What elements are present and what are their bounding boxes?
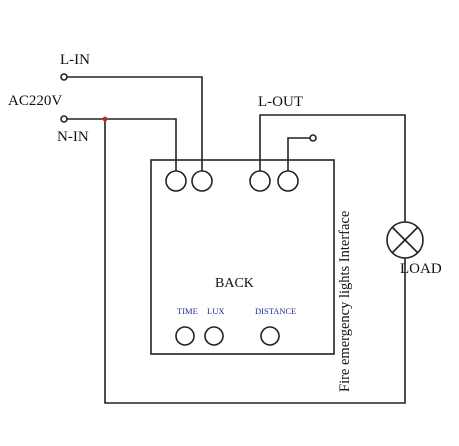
fire-interface-label: Fire emergency lights Interface	[337, 211, 353, 392]
distance-knob	[260, 326, 280, 346]
distance-knob-label: DISTANCE	[255, 306, 296, 316]
fire-interface-terminal	[309, 134, 317, 142]
ac220v-label: AC220V	[8, 93, 62, 109]
terminal-n	[165, 170, 187, 192]
n-in-wire	[67, 118, 177, 172]
back-label: BACK	[215, 276, 254, 291]
load-lamp-icon	[386, 221, 424, 259]
neutral-return-wire	[104, 119, 406, 404]
l-out-wire	[259, 114, 406, 222]
device-back-panel	[150, 159, 335, 355]
lux-knob	[204, 326, 224, 346]
l-in-wire	[67, 76, 203, 172]
n-in-label: N-IN	[57, 129, 89, 145]
time-knob	[175, 326, 195, 346]
lux-knob-label: LUX	[207, 306, 224, 316]
load-label: LOAD	[400, 261, 442, 277]
terminal-l-out	[249, 170, 271, 192]
terminal-l	[191, 170, 213, 192]
time-knob-label: TIME	[177, 306, 198, 316]
fire-interface-wire	[287, 137, 310, 172]
n-in-input-terminal	[60, 115, 68, 123]
terminal-fire	[277, 170, 299, 192]
l-in-input-terminal	[60, 73, 68, 81]
n-in-junction-dot	[102, 116, 108, 122]
l-out-label: L-OUT	[258, 94, 303, 110]
l-in-label: L-IN	[60, 52, 90, 68]
